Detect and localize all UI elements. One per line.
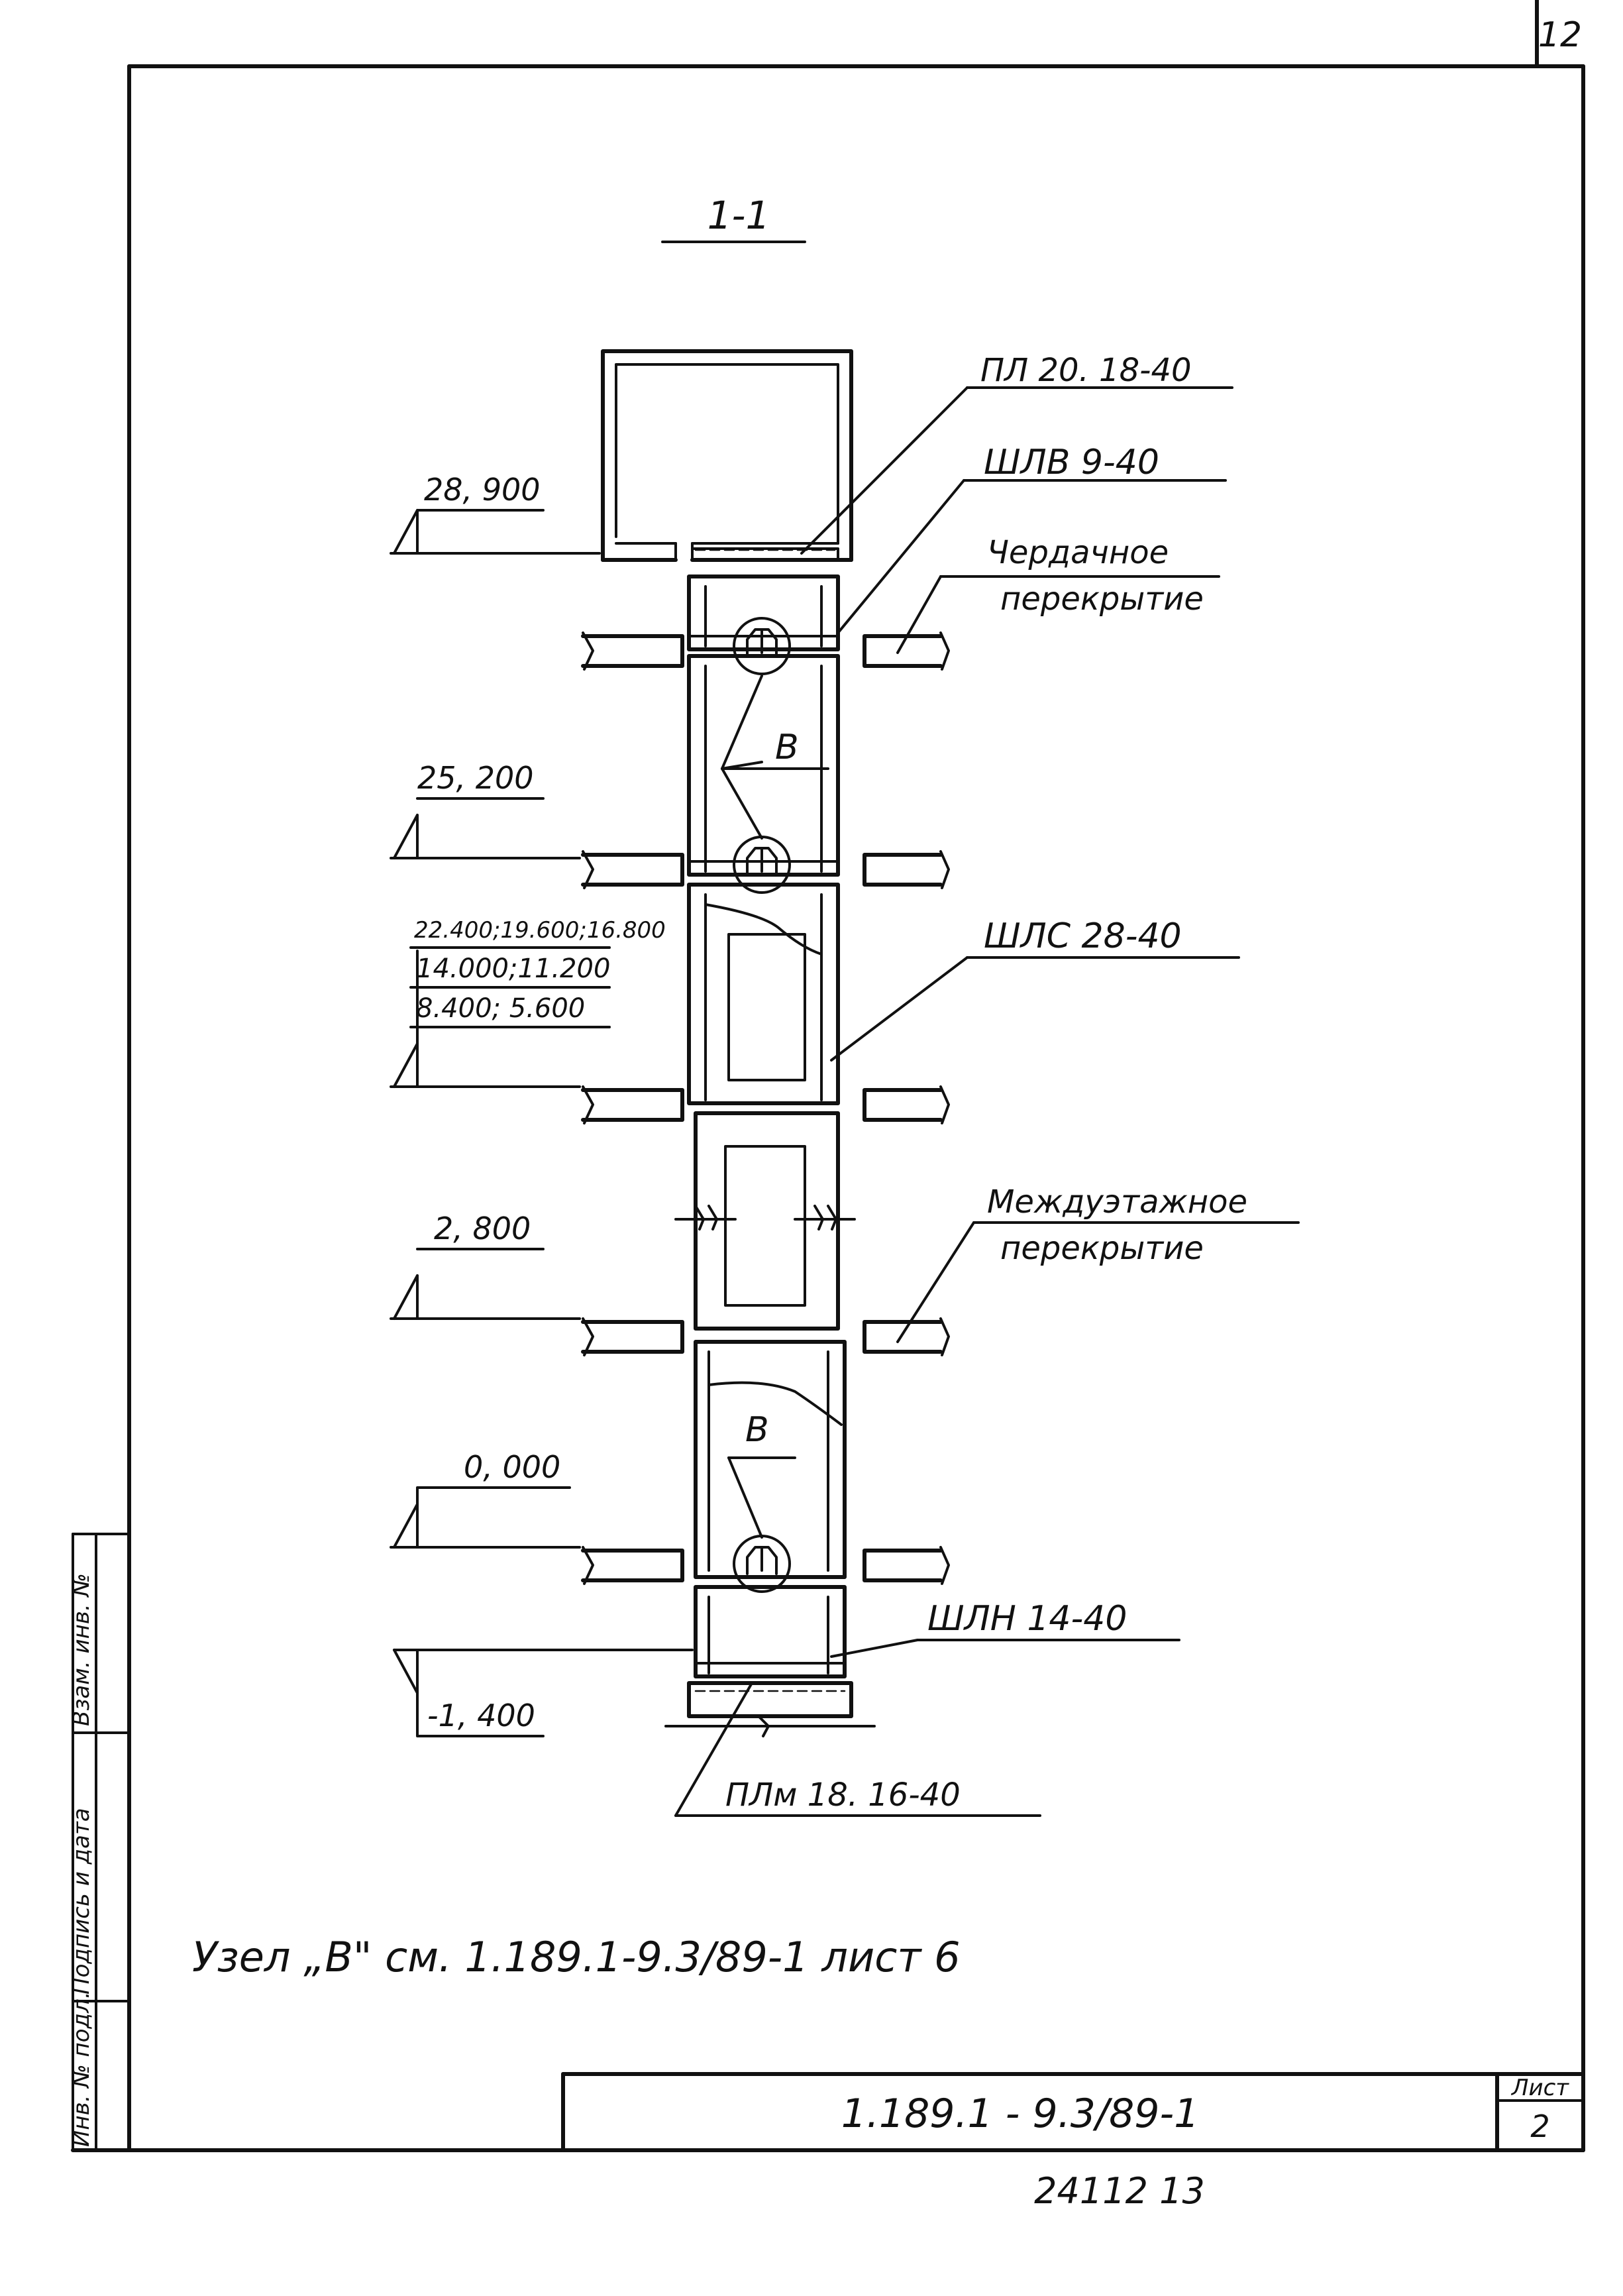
stamp-inventory-number: Инв. № подл. — [68, 1991, 95, 2147]
elevation-mark-6 — [393, 1649, 694, 1737]
elevation-multi-3: 8.400; 5.600 — [416, 993, 585, 1024]
node-label-lower: В — [745, 1410, 769, 1450]
label-upper-wall: ШЛВ 9-40 — [984, 443, 1159, 482]
floor-slabs — [581, 631, 950, 1585]
sheet-number: 12 — [1538, 15, 1582, 55]
document-code: 1.189.1 - 9.3/89-1 — [841, 2091, 1200, 2137]
elevation-multi-1: 22.400;19.600;16.800 — [414, 917, 666, 944]
elevation-minus-1-400: -1, 400 — [427, 1698, 535, 1733]
node-reference-note: Узел „В" см. 1.189.1-9.3/89-1 лист 6 — [192, 1933, 961, 1981]
elevation-mark-1 — [390, 509, 601, 555]
node-b-lower — [733, 1535, 791, 1593]
base-slab — [664, 1681, 876, 1737]
label-lower-wall: ШЛН 14-40 — [927, 1599, 1127, 1639]
callout-lower-wall — [830, 1639, 1180, 1658]
wall-panel-typical — [674, 1111, 856, 1331]
callout-floor-slab — [896, 1221, 1300, 1343]
elevation-28-900: 28, 900 — [424, 472, 541, 508]
callout-top-slab — [800, 386, 1233, 555]
callout-upper-wall — [837, 479, 1227, 634]
elevation-2-800: 2, 800 — [434, 1211, 531, 1246]
elevation-mark-2 — [390, 797, 581, 859]
elevation-mark-4 — [390, 1248, 581, 1320]
label-attic-floor-2: перекрытие — [1000, 580, 1204, 618]
archive-number: 24112 13 — [1034, 2170, 1205, 2212]
sheet-frame — [71, 0, 1585, 2152]
elevation-multi-2: 14.000;11.200 — [416, 954, 610, 984]
stamp-replacement-number: Взам. инв. № — [68, 1573, 95, 1726]
elevation-0-000: 0, 000 — [464, 1449, 560, 1485]
lower-wall-panel — [694, 1585, 847, 1678]
node-label-upper: В — [775, 728, 799, 767]
sheet-label: Лист — [1510, 2075, 1569, 2101]
callout-attic-floor — [896, 575, 1220, 654]
roof-panel — [601, 349, 853, 562]
label-floor-slab-1: Междуэтажное — [987, 1183, 1247, 1221]
sheet-value: 2 — [1530, 2108, 1549, 2144]
node-leader-upper-b — [721, 767, 763, 840]
node-leader-lower — [727, 1456, 763, 1539]
wall-panel-shls — [687, 883, 840, 1105]
label-floor-slab-2: перекрытие — [1000, 1230, 1204, 1267]
stamp-signature-date: Подпись и дата — [68, 1808, 95, 1995]
label-mid-wall: ШЛС 28-40 — [984, 916, 1182, 956]
label-base-slab: ПЛм 18. 16-40 — [725, 1777, 961, 1814]
node-b-upper-1 — [733, 617, 791, 675]
callout-base-slab — [674, 1682, 1041, 1817]
label-top-slab: ПЛ 20. 18-40 — [980, 352, 1192, 389]
title-block — [561, 2072, 1585, 2152]
wall-panel-ground — [694, 1340, 847, 1579]
side-stamp — [72, 1533, 131, 2152]
wall-panel-upper-floor — [687, 654, 840, 877]
upper-wall-panel — [687, 574, 840, 651]
section-title: 1-1 — [707, 193, 770, 238]
elevation-mark-5 — [390, 1486, 581, 1549]
label-attic-floor-1: Чердачное — [987, 534, 1169, 571]
callout-mid-wall — [830, 956, 1240, 1062]
elevation-mark-3 — [390, 946, 611, 1088]
node-leader-upper-a — [721, 675, 763, 770]
elevation-25-200: 25, 200 — [417, 760, 534, 796]
